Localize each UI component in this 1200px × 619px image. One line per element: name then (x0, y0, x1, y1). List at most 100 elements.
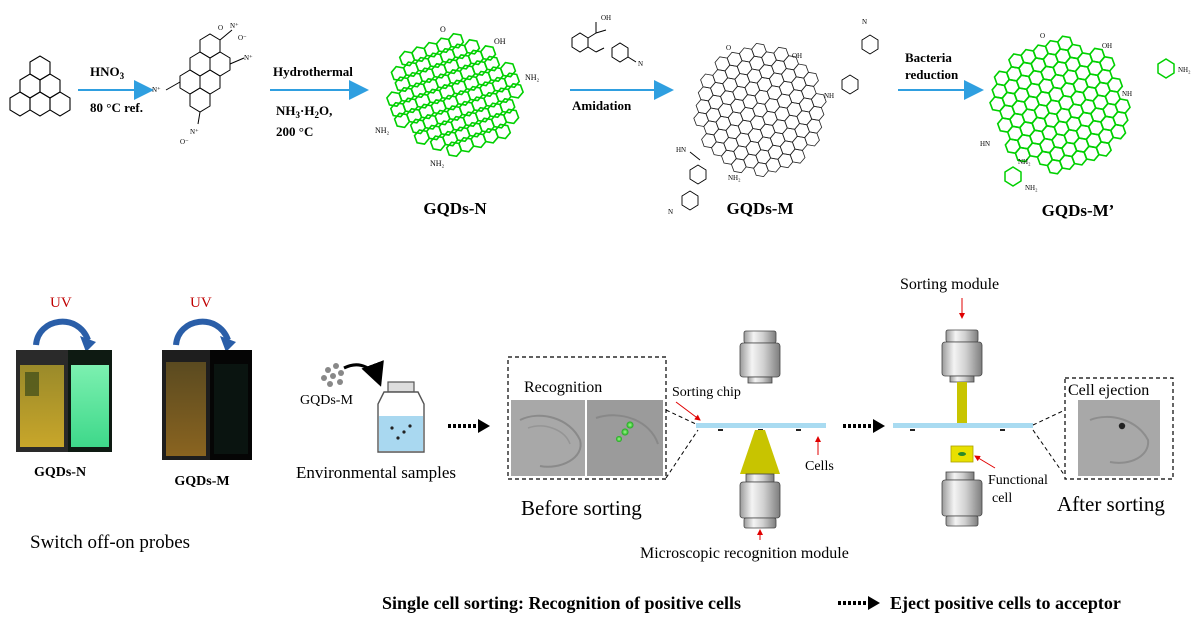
sample-bottle (377, 381, 425, 453)
uv-arrow-1 (33, 318, 91, 346)
gqds-m-prime-structure: NH HN NH₂ NH₂ NH₂ OH O (980, 32, 1191, 192)
lattice-hexagon (499, 61, 517, 78)
amine-label-mp1: NH₂ (1178, 66, 1191, 74)
cell-ejection-label: Cell ejection (1068, 382, 1149, 399)
dotted-arrow-1 (448, 419, 490, 433)
sorting-panel: GQDs-M Environmental samples Recognition (296, 276, 1174, 562)
lattice-hexagon (507, 82, 525, 99)
nitro-n-label-2: N⁺ (244, 54, 253, 62)
reduction-label: reduction (905, 67, 959, 82)
dimethylamino-label-m2: N (668, 208, 673, 216)
lattice-hexagon (789, 148, 806, 164)
sorting-chip-label: Sorting chip (672, 385, 741, 400)
tetranitroperylene-structure: O N⁺ O⁻ N⁺ N⁺ N⁺ O⁻ (152, 22, 253, 146)
reflux-condition-label: 80 °C ref. (90, 100, 143, 115)
amine-label-2: NH₂ (375, 126, 390, 135)
amide-nh-label: NH (824, 92, 834, 100)
lattice-hexagon (773, 46, 790, 62)
gqds-n-title: GQDs-N (423, 199, 487, 218)
lattice-hexagon (751, 42, 767, 58)
footer-dotted-arrow (838, 596, 880, 610)
after-sorting-label: After sorting (1057, 492, 1165, 516)
bacteria-label: Bacteria (905, 50, 952, 65)
hydroxyl-label-1: OH (494, 37, 506, 46)
recognition-box (507, 356, 667, 480)
dotted-arrow-2 (843, 419, 885, 433)
uv-arrow-2 (173, 318, 231, 346)
addition-arrow (343, 360, 384, 387)
probe-vials-panel: UV GQDs-N UV GQDs-M Switch off-on probes (16, 295, 252, 553)
lattice-hexagon (499, 97, 516, 114)
uv-label-2: UV (190, 295, 212, 311)
cells-label: Cells (805, 459, 834, 474)
sorting-module-label: Sorting module (900, 276, 999, 293)
ejection-image (1078, 400, 1160, 476)
top-objective-1 (739, 330, 781, 384)
excitation-beam (740, 430, 780, 474)
chip-cells-2 (910, 429, 1005, 431)
ejection-beam (957, 382, 967, 423)
carbonyl-label-m: O (726, 44, 731, 52)
top-objective-2 (941, 329, 983, 383)
carboxyl-label: OH (601, 14, 611, 22)
dimethylamino-label-m1: N (862, 18, 867, 26)
vial-gqds-m-label: GQDs-M (174, 474, 229, 489)
uv-label-1: UV (50, 295, 72, 311)
amine-label-mp2: NH₂ (1025, 184, 1038, 192)
amine-label-3: NH₂ (430, 159, 445, 168)
temperature-label: 200 °C (276, 124, 313, 139)
sorting-chip-1 (696, 423, 826, 428)
uv-arrowhead-2 (220, 336, 236, 352)
lattice-hexagon (800, 84, 817, 100)
hydroxyl-label-mp: OH (1102, 42, 1112, 50)
hno3-label: HNO3 (90, 64, 125, 81)
lattice-hexagon (1095, 141, 1113, 157)
carbonyl-label-1: O (440, 25, 446, 34)
ammonia-label: NH3·H2O, (276, 103, 332, 120)
amine-label-mp3: NH₂ (1018, 158, 1031, 166)
lattice-hexagon (483, 55, 501, 72)
microscopic-module-label: Microscopic recognition module (640, 545, 849, 562)
lattice-hexagon (502, 108, 520, 125)
lattice-hexagon (1112, 110, 1129, 127)
footer-left-text: Single cell sorting: Recognition of posi… (382, 593, 741, 613)
lattice-hexagon (447, 32, 465, 49)
lattice-hexagon (1106, 77, 1124, 93)
gqds-m-prime-title: GQDs-M’ (1042, 201, 1115, 220)
azobenzene-reagent-structure (571, 22, 637, 63)
nitro-om-label: O⁻ (238, 34, 247, 42)
lattice-hexagon (803, 71, 819, 87)
amine-label-1: NH₂ (525, 73, 540, 82)
lattice-hexagon (494, 123, 512, 140)
gqds-m-particles (321, 363, 344, 387)
nitro-om-label-2: O⁻ (180, 138, 189, 146)
hydroxyl-label-m: OH (792, 52, 802, 60)
fluorescence-image (587, 400, 663, 476)
gqds-m-title: GQDs-M (726, 199, 793, 218)
lattice-hexagon (1109, 123, 1127, 140)
carbonyl-label-mp: O (1040, 32, 1045, 40)
gqds-m-structure: HN NH NH₂ OH O N N (668, 18, 879, 216)
vial-gqds-n-label: GQDs-N (34, 465, 86, 480)
bottom-objective-2 (941, 471, 983, 527)
lattice-hexagon (1114, 98, 1131, 114)
footer-right-text: Eject positive cells to acceptor (890, 593, 1121, 613)
brightfield-image (511, 400, 585, 476)
gqds-n-structure: NH₂ NH₂ NH₂ OH O (375, 25, 540, 168)
nitro-n-label-4: N⁺ (190, 128, 199, 136)
samples-label: Environmental samples (296, 463, 456, 482)
bottom-objective-1 (739, 473, 781, 529)
recognition-label: Recognition (524, 379, 602, 396)
gqds-m-reagent-label: GQDs-M (300, 393, 353, 408)
nitro-n-label-3: N⁺ (152, 86, 161, 94)
lattice-hexagon (463, 38, 481, 55)
hydrothermal-label: Hydrothermal (273, 64, 353, 79)
nitro-n-label: N⁺ (230, 22, 239, 30)
functional-label-2: cell (992, 491, 1012, 506)
cell-ejection-box (1064, 377, 1174, 480)
sorting-chip-2 (893, 423, 1033, 428)
lattice-hexagon (1098, 55, 1116, 72)
probes-caption: Switch off-on probes (30, 532, 190, 553)
